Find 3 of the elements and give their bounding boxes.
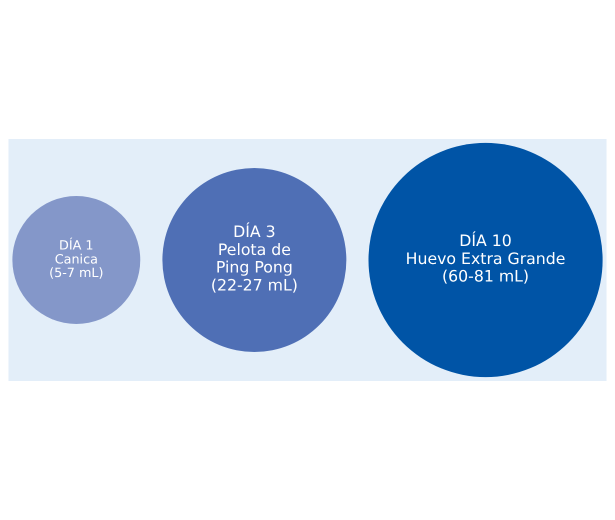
node-circle: DÍA 3 Pelota de Ping Pong (22-27 mL) — [162, 168, 346, 352]
node-circle: DÍA 10 Huevo Extra Grande (60-81 mL) — [368, 142, 603, 378]
node-circle: DÍA 1 Canica (5-7 mL) — [12, 196, 140, 324]
